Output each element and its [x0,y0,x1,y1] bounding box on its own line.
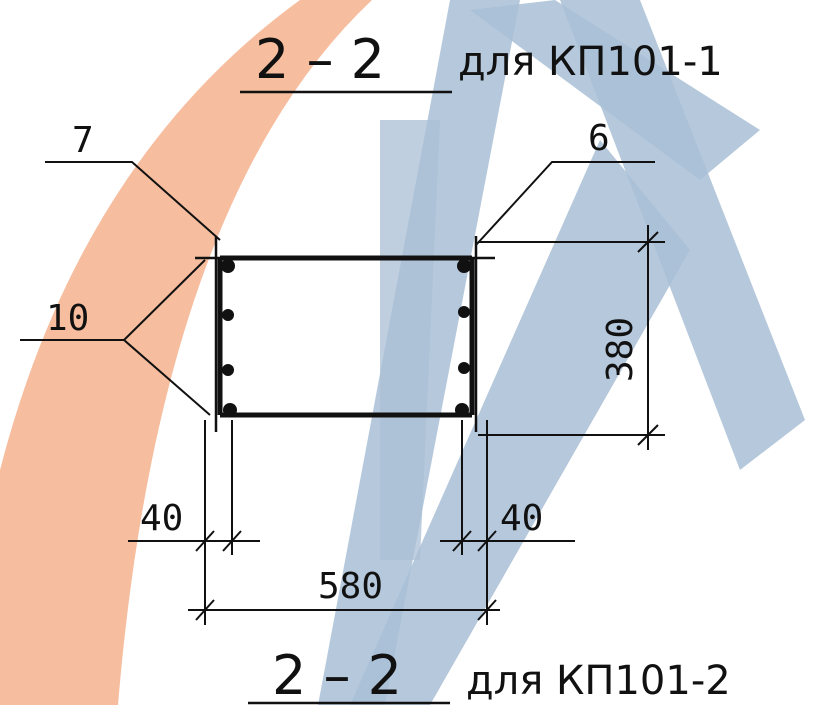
dim-width-label: 580 [318,566,383,607]
top-section-mark: 2 – 2 [255,28,385,91]
rebar-dots [221,259,471,417]
bottom-section-suffix: для КП101-2 [466,658,731,704]
watermark-arc [0,0,372,705]
dim-cover-right-label: 40 [500,498,543,539]
callout-10-label: 10 [46,298,89,339]
dim-height-label: 380 [600,317,641,382]
dim-cover-left-label: 40 [140,498,183,539]
callout-6-label: 6 [588,118,610,159]
callout-6-leader [475,161,655,246]
beam-section [195,236,495,432]
callout-10-leader-up [123,259,206,341]
callout-7-leader [45,161,221,241]
watermark-logo [318,0,805,705]
top-section-suffix: для КП101-1 [458,39,723,85]
callout-7-label: 7 [72,120,94,161]
callout-10-leader-down [123,339,211,416]
bottom-section-mark: 2 – 2 [272,644,402,705]
